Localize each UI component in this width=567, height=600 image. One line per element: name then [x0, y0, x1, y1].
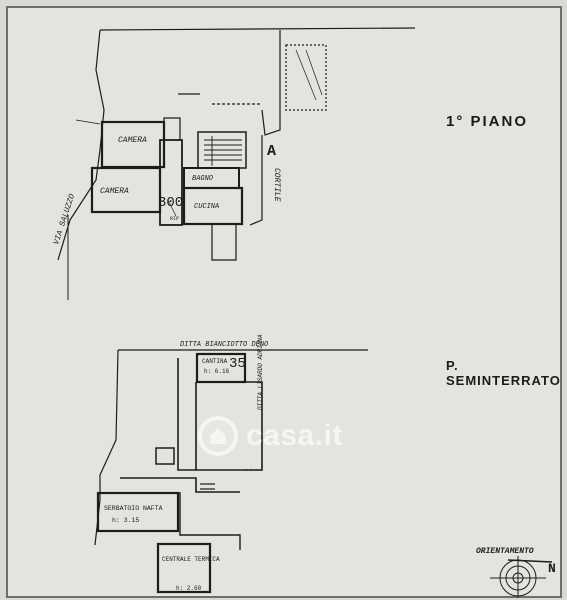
label-camera-bottom: CAMERA — [100, 187, 129, 196]
label-centrale: CENTRALE TERMICA — [162, 556, 220, 563]
site-boundary-left — [57, 29, 105, 261]
balcony — [163, 117, 181, 140]
north-letter: N — [548, 561, 556, 576]
basement-mid-wall — [120, 477, 240, 493]
site-boundary — [99, 27, 416, 31]
label-cantina: CANTINA — [202, 358, 228, 365]
basement-title: P. SEMINTERRATO — [446, 358, 561, 388]
street-cortile: CORTILE — [272, 168, 281, 202]
label-centrale-height: h: 2.60 — [176, 585, 202, 592]
room-corridor — [159, 139, 183, 226]
upper-hatched-block — [285, 44, 327, 111]
label-rip: RIP — [170, 216, 179, 222]
casa-watermark: casa.it — [198, 414, 378, 458]
room-cantina — [195, 352, 247, 384]
right-wall — [249, 135, 263, 226]
room-serbatoio — [96, 491, 180, 533]
stair-marker-a: A — [267, 143, 276, 160]
label-camera-top: CAMERA — [118, 136, 147, 145]
basement-small-box — [155, 447, 175, 465]
basement-lower-wall — [179, 492, 241, 550]
watermark-text: casa.it — [246, 419, 343, 452]
label-bagno: BAGNO — [192, 175, 214, 183]
hatching — [167, 49, 323, 217]
neighbor-top-label: DITTA BIANCIOTTO DENO — [180, 341, 269, 349]
label-cantina-height: h: 6.16 — [204, 368, 230, 375]
orientation-label: ORIENTAMENTO — [476, 547, 534, 556]
room-cucina — [182, 186, 244, 226]
label-cantina-number: 35 — [229, 356, 246, 372]
neighbor-side-label: DITTA LISARDO ADRIANA — [257, 334, 264, 410]
stair-treads — [204, 136, 242, 166]
first-floor-title: 1° PIANO — [446, 113, 529, 130]
handwritten-number: 300 — [158, 195, 183, 211]
compass-icon — [490, 556, 553, 598]
label-serbatoio-height: h: 3.15 — [112, 517, 139, 524]
right-building-edge — [261, 30, 281, 136]
stairwell — [197, 131, 247, 169]
label-cucina: CUCINA — [194, 203, 219, 211]
house-logo-icon — [198, 416, 238, 456]
label-serbatoio: SERBATOIO NAFTA — [104, 505, 163, 512]
basement-right-block — [196, 381, 263, 471]
room-centrale — [156, 542, 212, 594]
lower-extension — [211, 224, 237, 261]
basement-corridor — [177, 358, 197, 471]
